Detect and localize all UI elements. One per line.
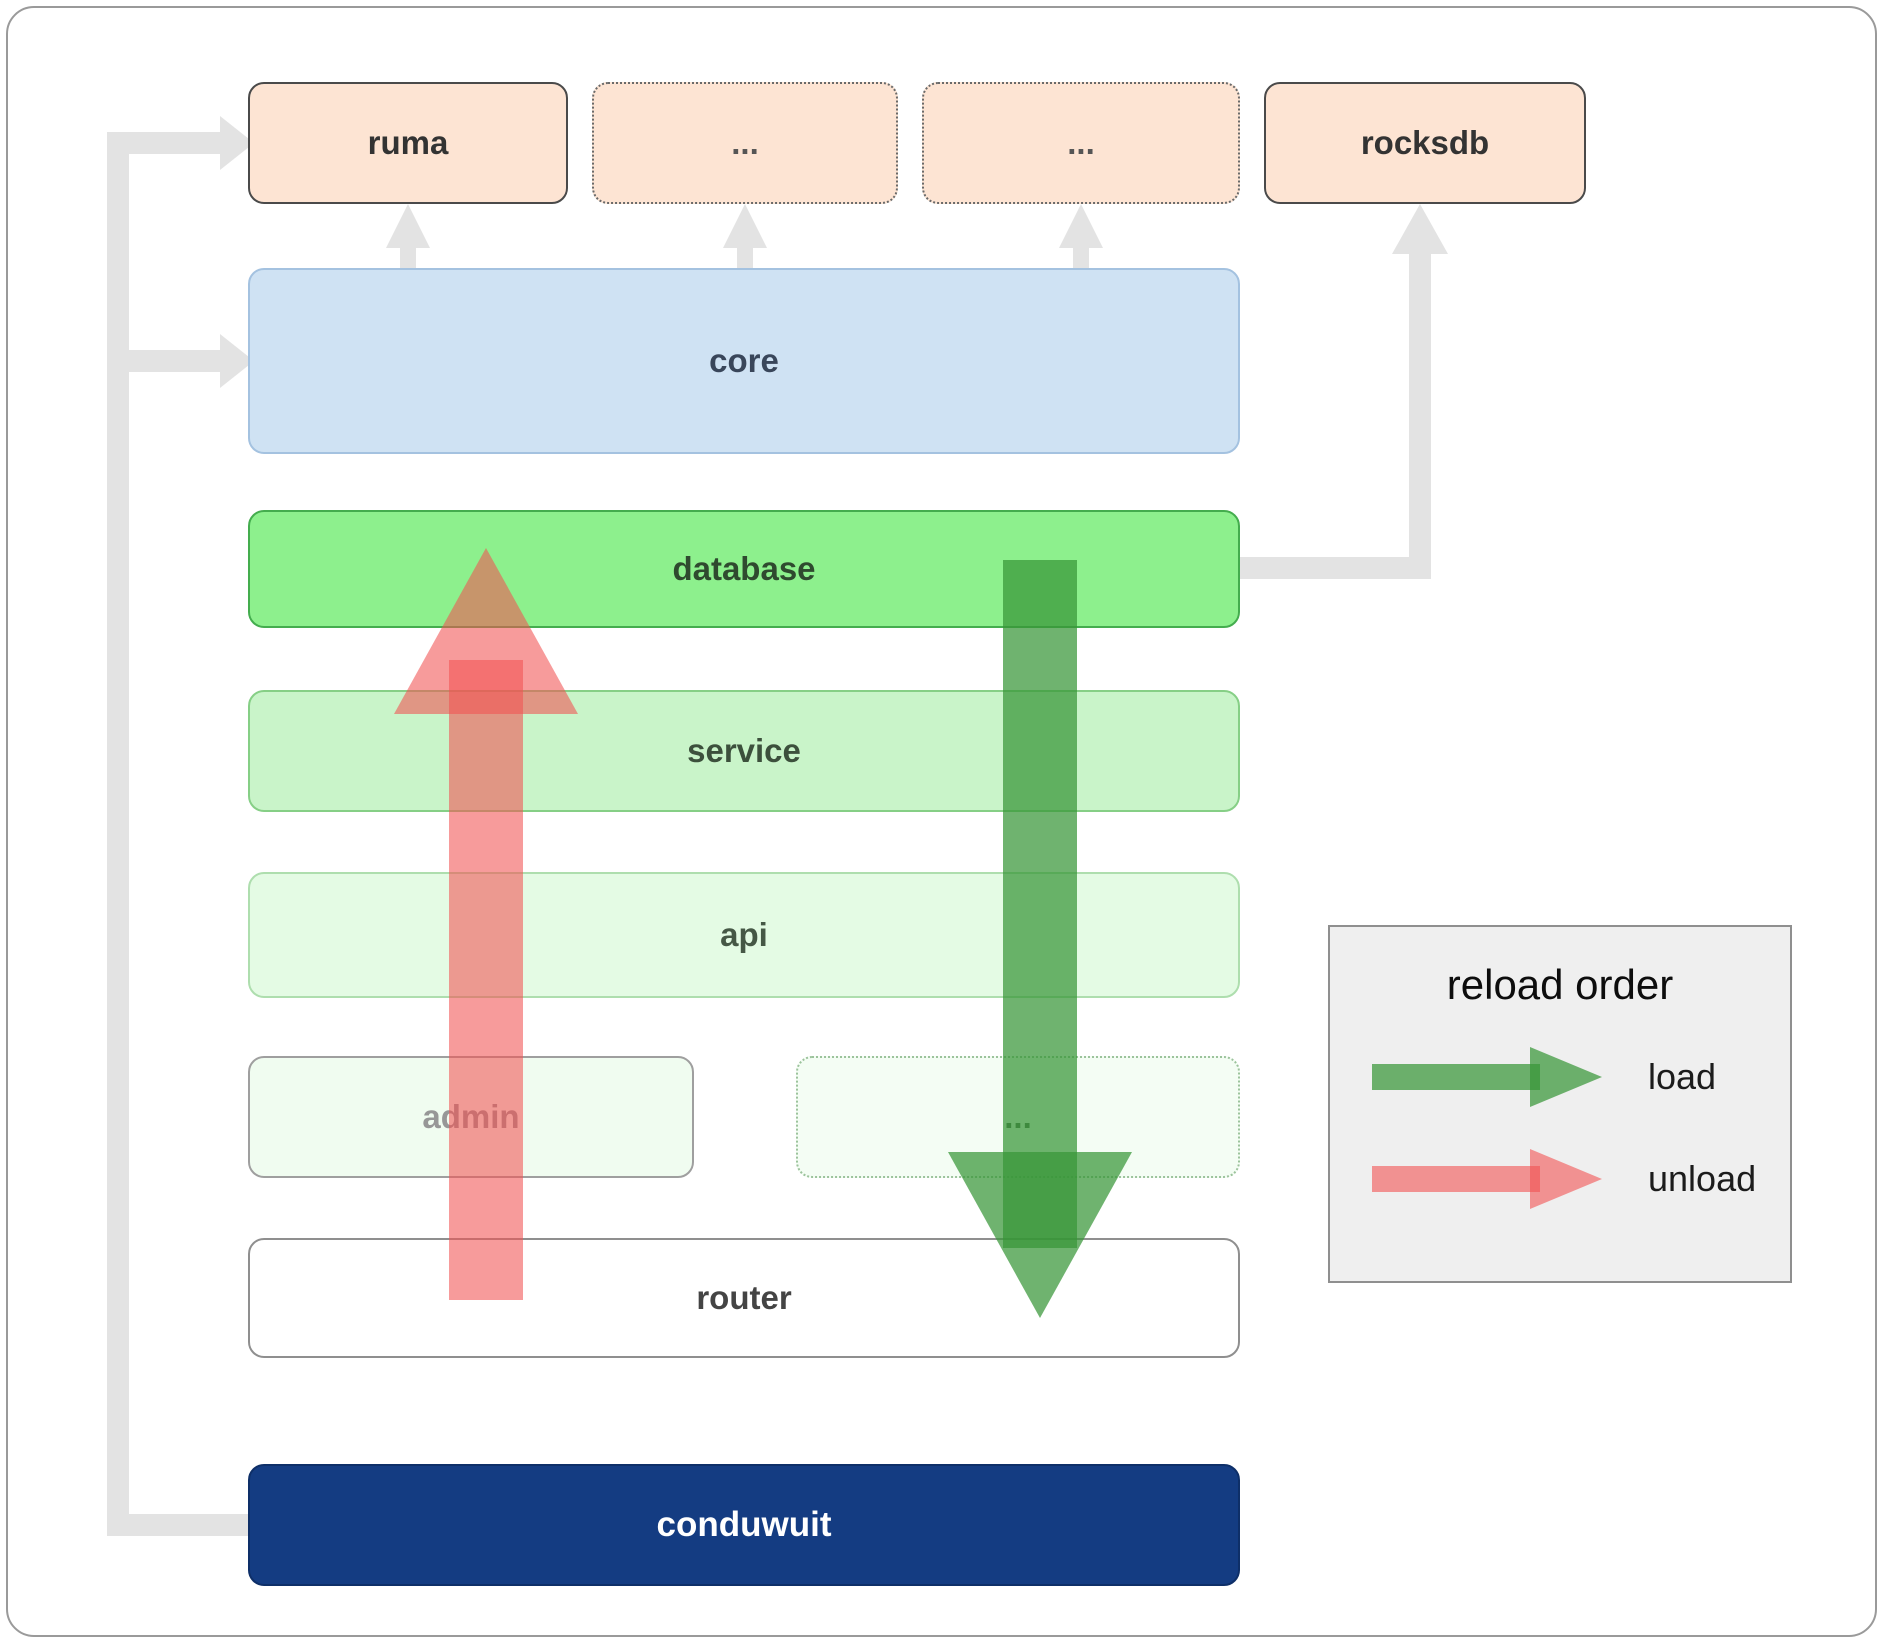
box-api: api [248, 872, 1240, 998]
legend-unload-label: unload [1648, 1158, 1757, 1199]
box-router: router [248, 1238, 1240, 1358]
box-conduwuit: conduwuit [248, 1464, 1240, 1586]
box-rocksdb-label: rocksdb [1360, 124, 1490, 161]
box-dots-mid-label: ... [1004, 1098, 1032, 1135]
legend-reload-order: reload order load unload [1328, 925, 1792, 1283]
box-api-label: api [720, 916, 768, 953]
box-database: database [248, 510, 1240, 628]
box-service-label: service [687, 732, 801, 769]
diagram-border [6, 6, 1877, 1637]
box-rocksdb: rocksdb [1264, 82, 1586, 204]
box-ruma: ruma [248, 82, 568, 204]
arrow-core-to-ruma-icon [386, 204, 430, 268]
box-dots-top-1-label: ... [731, 124, 759, 161]
arrow-core-to-dots1-icon [723, 204, 767, 268]
legend-load-label: load [1648, 1056, 1717, 1097]
box-ruma-label: ruma [367, 124, 449, 161]
box-dots-mid: ... [796, 1056, 1240, 1178]
box-router-label: router [696, 1279, 792, 1316]
legend-row-unload: unload [1330, 1145, 1790, 1213]
box-core: core [248, 268, 1240, 454]
box-admin: admin [248, 1056, 694, 1178]
box-dots-top-2: ... [922, 82, 1240, 204]
box-service: service [248, 690, 1240, 812]
box-database-label: database [672, 550, 816, 587]
arrow-core-to-dots2-icon [1059, 204, 1103, 268]
box-dots-top-1: ... [592, 82, 898, 204]
box-dots-top-2-label: ... [1067, 124, 1095, 161]
legend-row-load: load [1330, 1043, 1790, 1111]
load-arrow-icon [1372, 1047, 1602, 1107]
arrow-database-to-rocksdb-icon [1240, 204, 1448, 579]
legend-title: reload order [1446, 961, 1674, 1008]
unload-arrow-icon [1372, 1149, 1602, 1209]
box-admin-label: admin [422, 1098, 520, 1135]
box-conduwuit-label: conduwuit [656, 1505, 832, 1544]
box-core-label: core [709, 342, 779, 379]
arrow-conduwuit-to-ruma-core-icon [107, 116, 254, 1536]
